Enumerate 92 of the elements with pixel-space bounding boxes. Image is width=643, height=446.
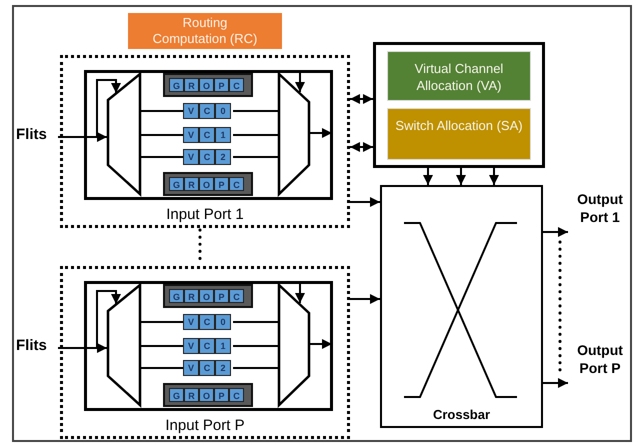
double-arrow: [350, 94, 373, 104]
output-port-label: Output Port 1: [568, 190, 632, 236]
arrow: [350, 197, 380, 207]
buffer-field: O: [199, 78, 214, 92]
buffer-field: C: [229, 177, 244, 191]
buffer-field: C: [199, 149, 215, 165]
buffer-field: V: [183, 127, 199, 143]
buffer-field: C: [229, 388, 244, 402]
connector-line: [233, 110, 278, 112]
buffer-field: O: [199, 289, 214, 303]
buffer-field: 1: [215, 127, 231, 143]
buffer-field: C: [199, 127, 215, 143]
switch-allocation-box: Switch Allocation (SA): [387, 108, 531, 160]
port-label: Input Port P: [165, 417, 245, 434]
connector-line: [233, 321, 278, 323]
buffer-field: G: [169, 78, 184, 92]
virtual-channel-buffer: [183, 127, 233, 143]
connector-line: [141, 321, 183, 323]
buffer-field: G: [169, 289, 184, 303]
arrow: [423, 168, 433, 185]
routing-computation-box: Routing Computation (RC): [128, 13, 282, 49]
buffer-field: V: [183, 360, 199, 376]
buffer-field: V: [183, 149, 199, 165]
buffer-field: O: [199, 388, 214, 402]
vc-state-register: [163, 383, 253, 407]
arrow: [310, 339, 332, 349]
input-port-region: [60, 55, 350, 228]
virtual-channel-buffer: [183, 149, 233, 165]
buffer-field: C: [199, 338, 215, 354]
buffer-field: V: [183, 103, 199, 119]
vc-state-register: [163, 172, 253, 196]
demultiplexer-shape: [107, 284, 141, 406]
buffer-field: P: [214, 289, 229, 303]
input-label: Flits: [16, 337, 58, 359]
arrow: [456, 168, 466, 185]
virtual-channel-buffer: [183, 338, 233, 354]
connector-line: [141, 110, 183, 112]
buffer-field: G: [169, 388, 184, 402]
connector-line: [233, 134, 278, 136]
buffer-field: O: [199, 177, 214, 191]
vc-allocation-box: Virtual Channel Allocation (VA): [387, 51, 531, 101]
buffer-field: C: [199, 314, 215, 330]
vc-state-register: [163, 284, 253, 308]
buffer-field: C: [229, 78, 244, 92]
arrow: [295, 72, 305, 92]
buffer-field: P: [214, 78, 229, 92]
vc-state-register: [163, 73, 253, 97]
buffer-field: P: [214, 177, 229, 191]
buffer-field: C: [199, 360, 215, 376]
crossbar-label: Crossbar: [432, 407, 490, 422]
connector-line: [141, 156, 183, 158]
multiplexer-shape: [278, 73, 310, 195]
arrow: [310, 128, 332, 138]
buffer-field: V: [183, 314, 199, 330]
input-buffer-box: [84, 70, 333, 200]
connector-line: [141, 134, 183, 136]
virtual-channel-buffer: [183, 360, 233, 376]
buffer-field: C: [199, 103, 215, 119]
double-arrow: [350, 142, 373, 152]
buffer-field: R: [184, 289, 199, 303]
buffer-field: R: [184, 388, 199, 402]
connector-line: [233, 156, 278, 158]
output-port-label: Output Port P: [568, 341, 632, 387]
allocator-box: [373, 42, 545, 168]
buffer-field: C: [229, 289, 244, 303]
buffer-field: 0: [215, 314, 231, 330]
buffer-field: R: [184, 78, 199, 92]
virtual-channel-buffer: [183, 314, 233, 330]
arrow: [543, 227, 568, 237]
buffer-field: P: [214, 388, 229, 402]
connector-line: [141, 345, 183, 347]
arrow: [350, 294, 380, 304]
connector-line: [233, 345, 278, 347]
input-buffer-box: [84, 281, 333, 411]
arrow: [489, 168, 499, 185]
buffer-field: V: [183, 338, 199, 354]
buffer-field: 2: [215, 360, 231, 376]
port-label: Input Port 1: [166, 206, 244, 223]
buffer-field: 1: [215, 338, 231, 354]
buffer-field: R: [184, 177, 199, 191]
connector-line: [233, 367, 278, 369]
multiplexer-shape: [278, 284, 310, 406]
virtual-channel-buffer: [183, 103, 233, 119]
buffer-field: 0: [215, 103, 231, 119]
input-port-region: [60, 266, 350, 439]
connector-line: [141, 367, 183, 369]
arrow: [543, 378, 568, 388]
input-label: Flits: [16, 126, 58, 148]
buffer-field: 2: [215, 149, 231, 165]
arrow: [295, 283, 305, 303]
buffer-field: G: [169, 177, 184, 191]
demultiplexer-shape: [107, 73, 141, 195]
